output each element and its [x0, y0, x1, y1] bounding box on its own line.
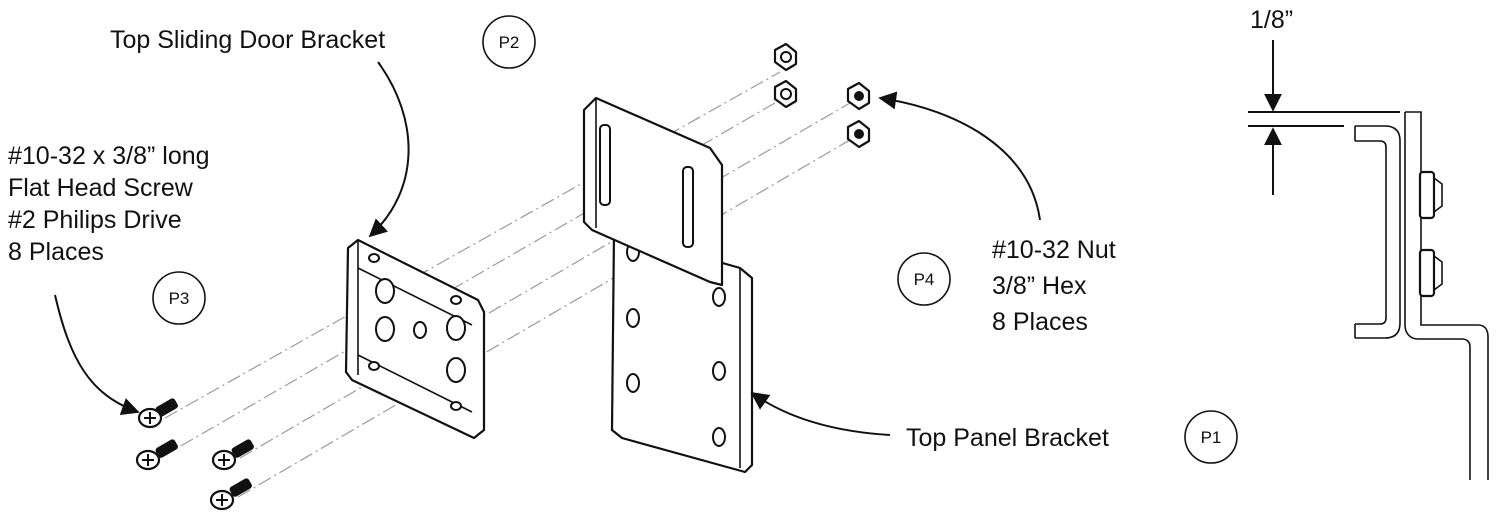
nut-spec-line-1: #10-32 Nut [992, 236, 1116, 264]
channel-bracket [344, 238, 486, 440]
screw-1 [137, 398, 178, 429]
dimension-lines [1248, 40, 1400, 195]
nut-spec-line-2: 3/8” Hex [992, 272, 1087, 300]
screw-3 [211, 439, 254, 471]
hex-nut-4 [846, 119, 871, 149]
hex-nut-2 [773, 79, 798, 109]
callout-p4-text: P4 [914, 270, 935, 289]
alignment-lines [159, 71, 856, 498]
hex-nuts [773, 42, 871, 149]
callout-p2-text: P2 [499, 33, 520, 52]
callout-p3-text: P3 [169, 289, 190, 308]
flat-head-screws [135, 398, 254, 511]
screw-spec-line-4: 8 Places [8, 238, 104, 266]
callout-p1: P1 [1184, 410, 1238, 464]
screw-4 [209, 478, 252, 511]
callout-p1-text: P1 [1201, 428, 1222, 447]
callout-p4: P4 [897, 252, 951, 306]
hex-nut-3 [846, 81, 871, 111]
hex-nut-1 [773, 42, 798, 72]
callout-p3: P3 [152, 271, 206, 325]
leader-lines [54, 61, 1041, 436]
side-view [1354, 111, 1489, 480]
top-sliding-door-bracket-label: Top Sliding Door Bracket [110, 26, 385, 54]
top-panel-bracket-label: Top Panel Bracket [906, 424, 1109, 452]
screw-spec-line-2: Flat Head Screw [8, 174, 194, 202]
nut-spec-line-3: 8 Places [992, 308, 1088, 336]
screw-spec-line-3: #2 Philips Drive [8, 206, 182, 234]
dimension-label: 1/8” [1250, 6, 1293, 34]
callout-p2: P2 [482, 15, 536, 69]
top-sliding-door-bracket [582, 96, 724, 287]
screw-spec-line-1: #10-32 x 3/8” long [8, 142, 210, 170]
screw-2 [135, 439, 178, 471]
